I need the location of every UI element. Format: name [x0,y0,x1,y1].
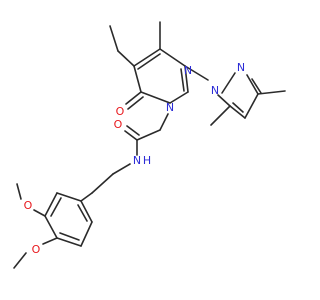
bond [127,96,144,110]
hydrogen-atom-amide: H [143,154,151,167]
bond [125,91,142,105]
bond [217,94,231,107]
bond [91,173,114,194]
bond [133,48,161,67]
bond [140,91,171,104]
bond [80,200,93,223]
bond [117,50,135,67]
bond-layer [13,21,286,269]
bond [251,78,262,94]
bond [13,252,27,269]
nitrogen-atom-amide: N [133,154,141,167]
bond [44,215,58,239]
bond [210,105,231,126]
bond [59,232,80,241]
bond [136,129,161,141]
bond [80,192,93,202]
bond [77,204,88,222]
nitrogen-atom-ring-bottom: N [166,101,174,114]
oxygen-atom-methoxy-lower: O [32,243,41,256]
nitrogen-atom-pyrazole-upper: N [237,61,245,74]
bond [159,113,169,131]
nitrogen-atom-pyrazole-attached: N [211,84,219,97]
bond [33,209,46,217]
bond [80,221,93,247]
bond [184,65,189,93]
oxygen-atom-ketone: O [116,105,125,118]
oxygen-atom-methoxy-upper: O [24,199,33,212]
bond [180,68,185,92]
bond [44,192,58,217]
bond [229,105,246,119]
bond [50,197,62,217]
bond [109,25,119,52]
bond [56,192,82,202]
bond [221,72,236,94]
atom-label-layer: O N N N N O N H O O [24,61,245,256]
bond [133,65,142,93]
nitrogen-atom-ring-top: N [184,64,192,77]
bond [56,237,82,247]
bond [16,183,22,200]
bond [232,102,244,113]
bond [112,163,131,175]
bond [137,53,161,70]
bond [257,90,286,95]
bond [42,237,58,245]
bond [246,74,259,95]
molecule-structure: O N N N N O N H O O [13,21,286,269]
oxygen-atom-amide: O [114,118,123,131]
bond [159,48,186,67]
bond [169,91,189,104]
bond [124,130,138,141]
bond [184,65,209,81]
bond [244,93,259,119]
bond [126,125,140,136]
